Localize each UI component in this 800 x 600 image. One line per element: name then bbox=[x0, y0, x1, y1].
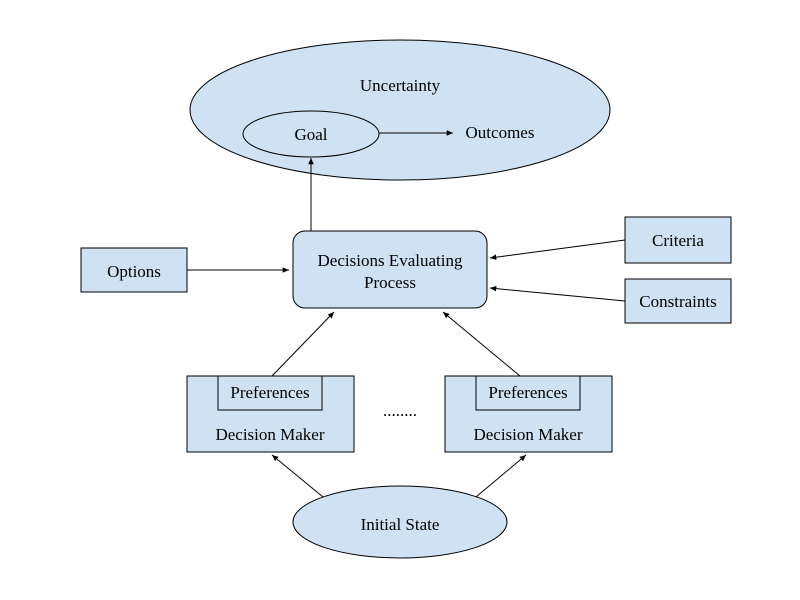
goal-label: Goal bbox=[294, 125, 327, 144]
decision-process-label-line2: Process bbox=[364, 273, 416, 292]
uncertainty-ellipse bbox=[189, 39, 611, 181]
criteria-to-process-arrow bbox=[489, 239, 626, 260]
goal-ellipse bbox=[242, 110, 380, 158]
left-decision-maker-label: Decision Maker bbox=[215, 425, 324, 444]
initial-state-to-right-maker-arrow bbox=[475, 454, 527, 498]
uncertainty-label: Uncertainty bbox=[360, 76, 441, 95]
initial-state-label: Initial State bbox=[361, 515, 440, 534]
outcomes-label: Outcomes bbox=[466, 123, 535, 142]
constraints-box bbox=[624, 278, 732, 324]
options-box bbox=[80, 247, 188, 293]
initial-state-to-left-maker-arrow bbox=[271, 454, 324, 498]
criteria-box bbox=[624, 216, 732, 264]
initial-state-ellipse bbox=[292, 485, 508, 559]
left-preferences-box bbox=[217, 375, 323, 411]
more-decision-makers-ellipsis: ........ bbox=[383, 401, 417, 420]
criteria-label: Criteria bbox=[652, 231, 704, 250]
left-maker-to-process-arrow bbox=[271, 311, 335, 377]
constraints-to-process-arrow bbox=[489, 285, 626, 302]
decision-process-box bbox=[292, 230, 488, 309]
left-preferences-label: Preferences bbox=[230, 383, 309, 402]
constraints-label: Constraints bbox=[639, 292, 716, 311]
decision-process-label-line1: Decisions Evaluating bbox=[318, 251, 463, 270]
right-maker-to-process-arrow bbox=[442, 311, 521, 377]
right-preferences-box bbox=[475, 375, 581, 411]
right-preferences-label: Preferences bbox=[488, 383, 567, 402]
options-label: Options bbox=[107, 262, 161, 281]
right-decision-maker-label: Decision Maker bbox=[473, 425, 582, 444]
